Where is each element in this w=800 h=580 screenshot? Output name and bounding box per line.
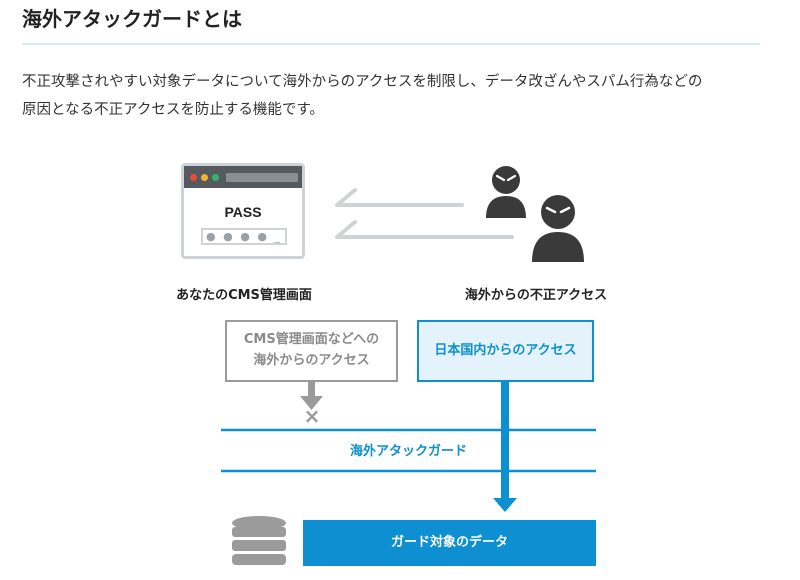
description-line-1: 不正攻撃されやすい対象データについて海外からのアクセスを制限し、データ改ざんやス… <box>22 74 703 90</box>
description: 不正攻撃されやすい対象データについて海外からのアクセスを制限し、データ改ざんやス… <box>22 68 782 124</box>
cms-caption: あなたのCMS管理画面 <box>176 288 312 303</box>
blocked-box-line-1: CMS管理画面などへの <box>243 332 380 347</box>
allowed-access-box: 日本国内からのアクセス <box>417 320 594 382</box>
maximize-dot-icon <box>212 174 219 181</box>
description-line-2: 原因となる不正アクセスを防止する機能です。 <box>22 102 324 118</box>
attacker-caption: 海外からの不正アクセス <box>464 288 608 303</box>
database-icon <box>232 516 286 565</box>
guard-label: 海外アタックガード <box>349 444 467 459</box>
cms-browser-window: PASS ● ● ● ● _ <box>181 163 305 259</box>
blocked-access-box: CMS管理画面などへの 海外からのアクセス <box>225 320 398 382</box>
page-title: 海外アタックガードとは <box>22 7 242 31</box>
attacker-small-icon <box>486 166 526 218</box>
allowed-arrow-icon <box>493 382 517 512</box>
password-field: ● ● ● ● _ <box>201 228 287 245</box>
blocked-arrow-icon <box>300 382 323 410</box>
blocked-x-icon: × <box>303 404 321 428</box>
minimize-dot-icon <box>201 174 208 181</box>
blocked-box-line-2: 海外からのアクセス <box>253 353 370 368</box>
address-bar <box>226 173 298 182</box>
browser-title-bar <box>184 166 302 188</box>
protected-data-box: ガード対象のデータ <box>303 520 596 566</box>
heading-divider <box>22 43 760 45</box>
attacker-large-icon <box>532 195 584 262</box>
pass-label: PASS <box>224 204 262 220</box>
close-dot-icon <box>190 174 197 181</box>
incoming-arrows-icon <box>335 188 514 239</box>
